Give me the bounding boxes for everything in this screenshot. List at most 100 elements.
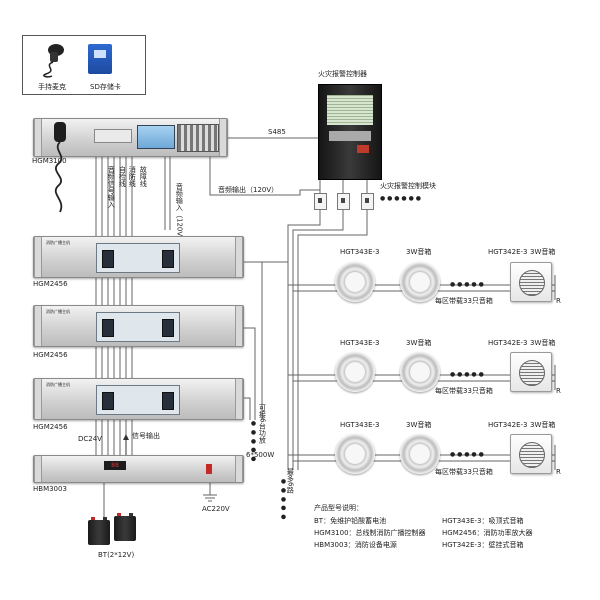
zone-2-ceiling-speaker-b — [400, 352, 440, 392]
psu-power-switch — [206, 464, 212, 474]
fire-panel-printer — [329, 131, 371, 141]
max-zones-label: 最多6路 — [286, 468, 295, 494]
fire-panel-indicator — [357, 145, 369, 153]
controller-lcd — [137, 125, 175, 149]
amp-more-dots: ● ● ● ● ● — [250, 420, 257, 463]
zone-3-wall-power: 3W音箱 — [530, 421, 556, 429]
amp-1-model-label: HGM2456 — [33, 280, 68, 288]
zone-2-load-note: 每区带载33只音箱 — [435, 387, 493, 395]
amp-level-meter-right — [162, 250, 174, 268]
rack-ear-left — [34, 379, 42, 419]
zone-3-wall-speaker — [510, 434, 552, 474]
accessory-frame — [22, 35, 146, 95]
rack-ear-right — [219, 119, 227, 156]
zone-more-dots: ● ● ● ● ● — [280, 478, 287, 521]
zone-2-ceiling-power: 3W音箱 — [406, 339, 432, 347]
legend-item-hbm3003: HBM3003：消防设备电源 — [314, 541, 397, 549]
rack-ear-left — [34, 456, 42, 482]
legend-item-bt: BT：免维护铅酸蓄电池 — [314, 517, 387, 525]
legend-item-hgt342e: HGT342E-3：壁挂式音箱 — [442, 541, 524, 549]
zone-3-ceiling-speaker-a — [335, 434, 375, 474]
rack-ear-right — [235, 306, 243, 346]
zone-1-r-label: R — [556, 297, 561, 305]
fire-panel-label: 火灾报警控制器 — [318, 70, 367, 78]
controller-microphone — [50, 120, 70, 220]
sdcard-label: SD存储卡 — [90, 83, 121, 91]
legend-item-hgm2456: HGM2456：消防功率放大器 — [442, 529, 533, 537]
audio-signal-input-label: 音频信号输入 — [107, 166, 116, 208]
rack-ear-left — [34, 119, 42, 156]
fire-control-module-3 — [361, 193, 374, 210]
zone-1-wall-power: 3W音箱 — [530, 248, 556, 256]
rack-ear-right — [235, 237, 243, 277]
zone-1-wall-model: HGT342E-3 — [488, 248, 528, 256]
fire-module-more-dots: ● ● ● ● ● ● — [380, 195, 421, 202]
fire-alarm-panel — [318, 84, 382, 180]
zone-1-ceiling-speaker-b — [400, 262, 440, 302]
amp-top-label: 消防广播主机 — [46, 240, 70, 245]
audio-input-120v-label: 音频输入（120V） — [175, 183, 184, 244]
hbm3003-power-supply: 88 — [33, 455, 244, 483]
cascade-amps-label: 可接6台功放 — [258, 404, 267, 444]
rack-ear-left — [34, 237, 42, 277]
amp-top-label: 消防广播主机 — [46, 382, 70, 387]
ac220v-label: AC220V — [202, 505, 230, 513]
zone-3-r-label: R — [556, 468, 561, 476]
zone-3-wall-model: HGT342E-3 — [488, 421, 528, 429]
amp-2-model-label: HGM2456 — [33, 351, 68, 359]
amp-top-label: 消防广播主机 — [46, 309, 70, 314]
zone-1-wall-speaker — [510, 262, 552, 302]
dc24v-label: DC24V — [78, 435, 102, 443]
amp-level-meter-left — [102, 319, 114, 337]
controller-cd-slot — [94, 129, 132, 143]
rack-ear-right — [235, 379, 243, 419]
microphone-label: 手持麦克 — [38, 83, 66, 91]
zone-1-ceiling-model: HGT343E-3 — [340, 248, 380, 256]
rack-ear-left — [34, 306, 42, 346]
zone-1-more-dots: ● ● ● ● ● — [450, 281, 484, 288]
fire-control-module-1 — [314, 193, 327, 210]
amp-level-meter-left — [102, 392, 114, 410]
zone-3-more-dots: ● ● ● ● ● — [450, 451, 484, 458]
amplifier-1: 消防广播主机 — [33, 236, 244, 278]
rack-ear-right — [235, 456, 243, 482]
battery-2 — [114, 513, 136, 541]
legend-title: 产品型号说明： — [314, 504, 363, 512]
zone-3-ceiling-power: 3W音箱 — [406, 421, 432, 429]
sd-card-sticker — [94, 50, 106, 58]
psu-model-label: HBM3003 — [33, 485, 67, 493]
zone-2-wall-model: HGT342E-3 — [488, 339, 528, 347]
amplifier-2: 消防广播主机 — [33, 305, 244, 347]
zone-1-ceiling-power: 3W音箱 — [406, 248, 432, 256]
zone-2-ceiling-model: HGT343E-3 — [340, 339, 380, 347]
zone-1-ceiling-speaker-a — [335, 262, 375, 302]
battery-1 — [88, 517, 110, 545]
zone-2-wall-power: 3W音箱 — [530, 339, 556, 347]
controller-model-label: HGM3100 — [32, 157, 67, 165]
zone-2-ceiling-speaker-a — [335, 352, 375, 392]
self-check-line-label: 自检线 — [118, 166, 127, 187]
fault-line-label: 故障线 — [139, 166, 148, 187]
legend-item-hgm3100: HGM3100：总线制消防广播控制器 — [314, 529, 426, 537]
legend-item-hgt343e: HGT343E-3：吸顶式音箱 — [442, 517, 524, 525]
amp-level-meter-right — [162, 392, 174, 410]
amp-3-model-label: HGM2456 — [33, 423, 68, 431]
s485-label: S485 — [268, 128, 286, 136]
zone-3-ceiling-model: HGT343E-3 — [340, 421, 380, 429]
amp-level-meter-left — [102, 250, 114, 268]
zone-1-load-note: 每区带载33只音箱 — [435, 297, 493, 305]
controller-keypad — [177, 124, 219, 152]
battery-label: BT(2*12V) — [98, 551, 135, 559]
signal-output-label: 信号输出 — [132, 432, 160, 440]
sd-card-image — [88, 44, 112, 74]
fire-control-module-2 — [337, 193, 350, 210]
amplifier-3: 消防广播主机 — [33, 378, 244, 420]
fire-module-label: 火灾报警控制模块 — [380, 182, 436, 190]
zone-2-r-label: R — [556, 387, 561, 395]
psu-display: 88 — [104, 461, 126, 470]
zone-2-more-dots: ● ● ● ● ● — [450, 371, 484, 378]
fire-panel-screen — [327, 95, 373, 125]
zone-2-wall-speaker — [510, 352, 552, 392]
amp-level-meter-right — [162, 319, 174, 337]
